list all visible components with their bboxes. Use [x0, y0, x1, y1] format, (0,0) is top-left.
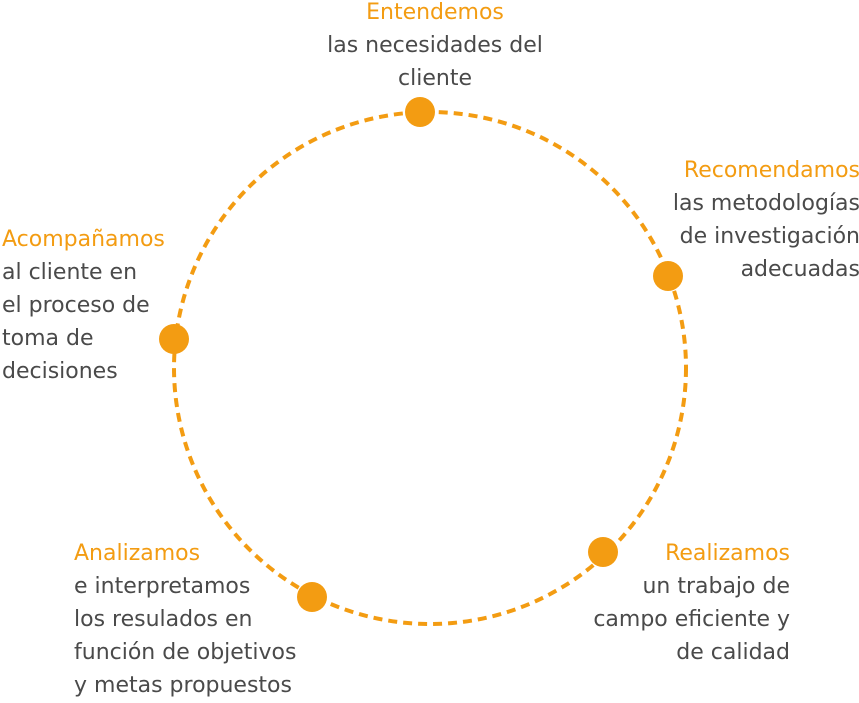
step-description-line: el proceso de: [2, 293, 150, 318]
step-recomendamos: Recomendamos las metodologías de investi…: [560, 154, 859, 286]
step-description-line: al cliente en: [2, 260, 138, 285]
step-title: Analizamos: [74, 541, 201, 566]
step-node-analizamos: [297, 582, 327, 612]
step-description-line: e interpretamos: [74, 574, 251, 599]
step-description-line: las necesidades del: [327, 33, 543, 58]
step-description-line: campo eficiente y: [593, 607, 790, 632]
step-title: Acompañamos: [2, 227, 165, 252]
step-analizamos: Analizamos e interpretamos los resulados…: [74, 537, 374, 702]
step-description-line: un trabajo de: [642, 574, 790, 599]
step-description-line: los resulados en: [74, 607, 253, 632]
step-node-realizamos: [588, 537, 618, 567]
step-description-line: adecuadas: [740, 257, 859, 282]
step-description-line: cliente: [398, 66, 472, 91]
step-description-line: las metodologías: [672, 191, 859, 216]
step-realizamos: Realizamos un trabajo de campo eficiente…: [460, 537, 790, 669]
step-entendemos: Entendemos las necesidades del cliente: [290, 0, 580, 95]
step-node-acompanamos: [159, 324, 189, 354]
step-node-recomendamos: [653, 261, 683, 291]
step-description-line: toma de: [2, 326, 94, 351]
step-description-line: decisiones: [2, 359, 118, 384]
step-title: Realizamos: [665, 541, 790, 566]
step-description-line: y metas propuestos: [74, 673, 292, 698]
step-acompanamos: Acompañamos al cliente en el proceso de …: [2, 223, 302, 388]
step-description-line: de investigación: [679, 224, 859, 249]
step-title: Recomendamos: [683, 158, 859, 183]
step-description-line: de calidad: [676, 640, 790, 665]
step-title: Entendemos: [366, 0, 504, 25]
step-node-entendemos: [405, 97, 435, 127]
step-description-line: función de objetivos: [74, 640, 297, 665]
